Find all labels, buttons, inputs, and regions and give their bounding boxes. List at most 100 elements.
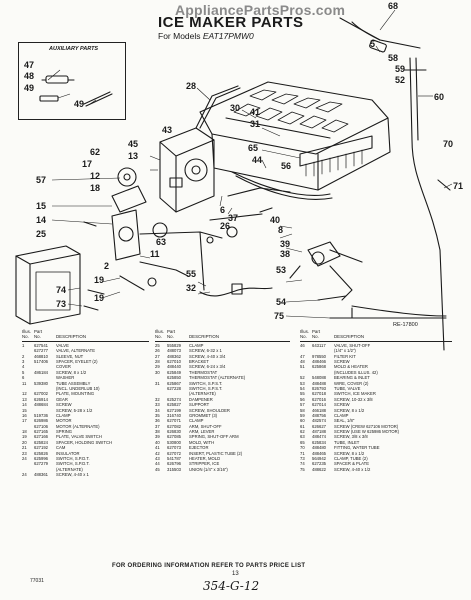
illus-number: 39	[155, 434, 160, 440]
part-description: SCREW (CREW 627106 MOTOR)	[334, 423, 399, 429]
callout-44: 44	[252, 155, 263, 165]
callout-65: 65	[248, 143, 259, 153]
part-number: 488488	[312, 380, 326, 386]
part-number: 627166	[34, 434, 48, 440]
part-description: TUBE ASSEMBLY	[56, 380, 91, 386]
part-description: DAMPENER	[189, 396, 213, 402]
control-housing-part	[159, 127, 215, 213]
part-description: SWITCH, S.P.D.T.	[56, 461, 90, 467]
callout-57: 57	[36, 175, 47, 185]
part-description: MOLD & HEATER	[334, 364, 368, 370]
callout-26: 26	[220, 221, 231, 231]
callout-52: 52	[395, 75, 406, 85]
part-description: MOLD, WITH	[189, 439, 215, 445]
part-no-header: No.	[34, 334, 41, 340]
filter-kit-part	[45, 75, 69, 84]
illus-number: 24	[22, 472, 27, 478]
illus-header: Illus.	[22, 329, 32, 334]
part-number: 625850	[167, 375, 181, 381]
part-description: SWITCH, S.P.S.T.	[189, 380, 223, 386]
callout-2: 2	[104, 261, 110, 271]
callout-48: 48	[24, 71, 35, 81]
part-description: SPRING	[56, 429, 73, 435]
part-description: TUBE, INLET	[334, 439, 360, 445]
illus-no-header: No.	[22, 334, 29, 340]
part-description: HEATER, MOLD	[189, 456, 221, 462]
part-number: 627279	[34, 461, 48, 467]
model-subtitle: For Models EAT17PMW0	[158, 31, 254, 41]
motor-part	[15, 245, 81, 325]
callout-62: 62	[90, 147, 101, 157]
auxiliary-parts-title: AUXILIARY PARTS	[49, 46, 99, 52]
part-number: 627106	[34, 423, 48, 429]
part-number: 627014	[312, 402, 326, 408]
part-description: VALVE	[56, 342, 69, 348]
part-number: 625824	[34, 439, 48, 445]
shutoff-valve-part	[369, 39, 387, 53]
callout-47: 47	[24, 60, 35, 70]
part-description: SPACER & PLATE	[334, 461, 369, 467]
part-number: 488440	[167, 364, 181, 370]
part-description: SPRING, SHUT-OFF ARM	[189, 434, 239, 440]
auxiliary-parts-box: AUXILIARY PARTS	[18, 42, 126, 120]
illus-number: 56	[300, 396, 305, 402]
illus-number: 32	[155, 396, 160, 402]
part-number: 826793	[312, 385, 326, 391]
part-header: Part	[34, 329, 43, 334]
part-description: INSERT, PLASTIC TUBE (2)	[189, 450, 243, 456]
part-description: COVER	[56, 364, 71, 370]
illus-number: 24	[22, 456, 27, 462]
part-number: 627541	[34, 342, 48, 348]
callout-40: 40	[270, 215, 281, 225]
part-description: SCREW, 4-40 x 3/4	[189, 353, 226, 359]
part-number: 627277	[34, 348, 48, 354]
illus-number: 48	[300, 358, 305, 364]
part-number: 468810	[34, 353, 48, 359]
illus-number: 41	[155, 445, 160, 451]
illus-number: 74	[300, 461, 305, 467]
illus-number: 51	[300, 364, 305, 370]
model-number: EAT17PMW0	[202, 31, 254, 41]
part-number: 625868	[312, 364, 326, 370]
illus-number: 27	[155, 353, 160, 359]
part-number: 487188	[312, 429, 326, 435]
part-description: SCREW, 6-24 x 3/4	[189, 364, 226, 370]
part-description: (ALTERNATE)	[56, 466, 83, 472]
illus-number: 75	[300, 466, 305, 472]
illus-number: 30	[155, 369, 160, 375]
part-description: GROMMET (3)	[189, 412, 218, 418]
part-description: MOTOR (ALTERNATE)	[56, 423, 100, 429]
part-description: CLAMP, TUBE (2)	[334, 456, 368, 462]
illus-number: 45	[155, 466, 160, 472]
callout-11: 11	[150, 249, 160, 259]
part-number: 627073	[167, 445, 181, 451]
callout-54: 54	[276, 297, 287, 307]
part-number: 488622	[312, 466, 326, 472]
illus-number: 35	[155, 412, 160, 418]
illus-number: 37	[155, 423, 160, 429]
callout-70: 70	[443, 139, 454, 149]
part-number: 627192	[34, 445, 48, 451]
illus-number: 58	[300, 407, 305, 413]
callout-59: 59	[395, 64, 406, 74]
part-number: 625827	[167, 402, 181, 408]
part-description: SCREW, 6-32 x 1	[189, 348, 222, 354]
callout-32: 32	[186, 283, 197, 293]
callout-56: 56	[281, 161, 292, 171]
callout-49a: 49	[24, 83, 35, 93]
part-number: 564942	[312, 456, 326, 462]
